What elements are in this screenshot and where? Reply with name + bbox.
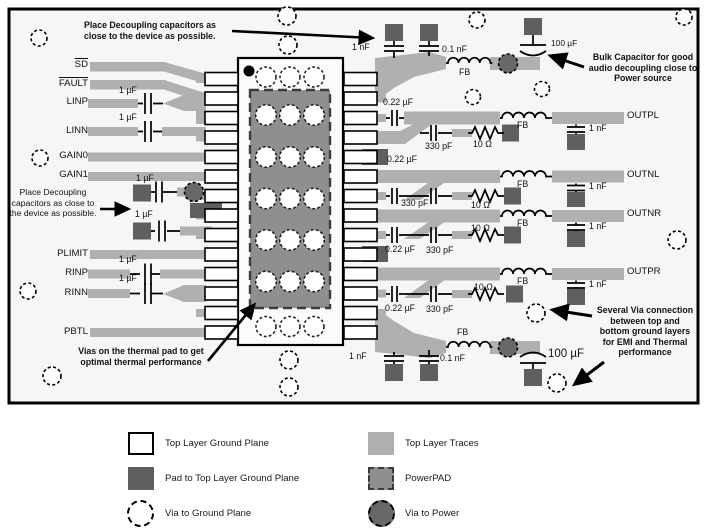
- cap-value-1nF: 1 nF: [589, 181, 607, 191]
- cap-value-100uF: 100 µF: [551, 38, 578, 48]
- signal-label-linn: LINN: [66, 125, 88, 136]
- signal-label-linp: LINP: [66, 96, 88, 107]
- cap-value-1nF: 1 nF: [352, 42, 370, 52]
- signal-label-plimit: PLIMIT: [57, 248, 88, 259]
- signal-label-rinn: RINN: [64, 287, 88, 298]
- legend-swatch-via-ground-icon: [127, 500, 154, 527]
- cap-value-1uF: 1 µF: [136, 173, 154, 183]
- cap-value-330pF: 330 pF: [426, 304, 454, 314]
- ic-pins-right: [343, 71, 378, 340]
- legend-swatch-pad: [128, 467, 154, 490]
- legend-label-powerpad: PowerPAD: [405, 473, 452, 484]
- signal-label-gain1: GAIN1: [59, 169, 88, 180]
- ferrite-bead-label: FB: [517, 179, 529, 189]
- cap-value-0p1nF: 0.1 nF: [440, 353, 465, 363]
- cap-value-1nF: 1 nF: [589, 279, 607, 289]
- cap-value-0p22uF: 0.22 µF: [385, 244, 416, 254]
- top-layer-traces: [88, 52, 624, 358]
- pin1-dot: [243, 65, 255, 77]
- output-label-outpr: OUTPR: [627, 266, 661, 277]
- output-label-outnl: OUTNL: [627, 169, 660, 180]
- cap-value-330pF: 330 pF: [401, 198, 429, 208]
- resistor-value-10ohm: 10 Ω: [474, 282, 493, 292]
- legend-label-traces: Top Layer Traces: [405, 438, 479, 449]
- cap-value-1uF: 1 µF: [119, 254, 137, 264]
- note-top-decoupling: Place Decoupling capacitors as close to …: [84, 20, 217, 41]
- cap-value-1uF: 1 µF: [119, 112, 137, 122]
- vias-to-power: [183, 53, 519, 358]
- cap-value-330pF: 330 pF: [425, 141, 453, 151]
- ferrite-bead-label: FB: [457, 327, 469, 337]
- note-left-decoupling: Place Decoupling capacitors as close to …: [9, 187, 97, 218]
- vias-to-ground: [19, 6, 693, 397]
- cap-value-0p1nF: 0.1 nF: [442, 44, 467, 54]
- cap-value-1nF: 1 nF: [589, 221, 607, 231]
- cap-value-1nF: 1 nF: [589, 123, 607, 133]
- legend-label-via-power: Via to Power: [405, 508, 460, 519]
- resistor-value-10ohm: 10 Ω: [473, 139, 492, 149]
- cap-value-100uF: 100 µF: [548, 348, 585, 360]
- cap-value-1nF: 1 nF: [349, 351, 367, 361]
- signal-label-pbtl: PBTL: [64, 326, 88, 337]
- legend-label-via-ground: Via to Ground Plane: [165, 508, 252, 519]
- resistor-value-10ohm: 10 Ω: [471, 200, 490, 210]
- cap-value-1uF: 1 µF: [135, 209, 153, 219]
- signal-label-fault: FAULT: [58, 78, 88, 89]
- ferrite-bead-label: FB: [517, 120, 529, 130]
- cap-value-1uF: 1 µF: [119, 273, 137, 283]
- ferrite-bead-label: FB: [459, 67, 471, 77]
- thermal-vias: [254, 66, 326, 338]
- note-bulk-capacitor: Bulk Capacitor for good audio decoupling…: [588, 52, 698, 83]
- component-symbols: [130, 35, 585, 369]
- output-label-outnr: OUTNR: [627, 208, 662, 219]
- legend-label-ground-plane: Top Layer Ground Plane: [165, 438, 269, 449]
- legend-label-pad: Pad to Top Layer Ground Plane: [165, 473, 300, 484]
- cap-value-0p22uF: 0.22 µF: [383, 97, 414, 107]
- ferrite-bead-label: FB: [517, 218, 529, 228]
- legend-swatch-ground-plane: [128, 432, 154, 455]
- cap-value-1uF: 1 µF: [119, 85, 137, 95]
- cap-value-0p22uF: 0.22 µF: [385, 303, 416, 313]
- signal-label-gain0: GAIN0: [59, 150, 88, 161]
- resistor-value-10ohm: 10 Ω: [471, 223, 490, 233]
- signal-label-sd: SD: [74, 59, 88, 70]
- ferrite-bead-label: FB: [517, 276, 529, 286]
- pcb-layout-diagram: [7, 6, 700, 405]
- legend-swatch-via-power-icon: [368, 500, 395, 527]
- annotation-arrows: [100, 29, 605, 387]
- legend-swatch-traces: [368, 432, 394, 455]
- signal-label-rinp: RINP: [65, 267, 88, 278]
- cap-value-330pF: 330 pF: [426, 245, 454, 255]
- note-thermal-vias: Vias on the thermal pad to get optimal t…: [78, 346, 204, 367]
- note-via-connection: Several Via connection between top and b…: [596, 305, 694, 357]
- output-label-outpl: OUTPL: [627, 110, 659, 121]
- legend-swatch-powerpad: [368, 467, 394, 490]
- cap-value-0p22uF: 0.22 µF: [387, 154, 418, 164]
